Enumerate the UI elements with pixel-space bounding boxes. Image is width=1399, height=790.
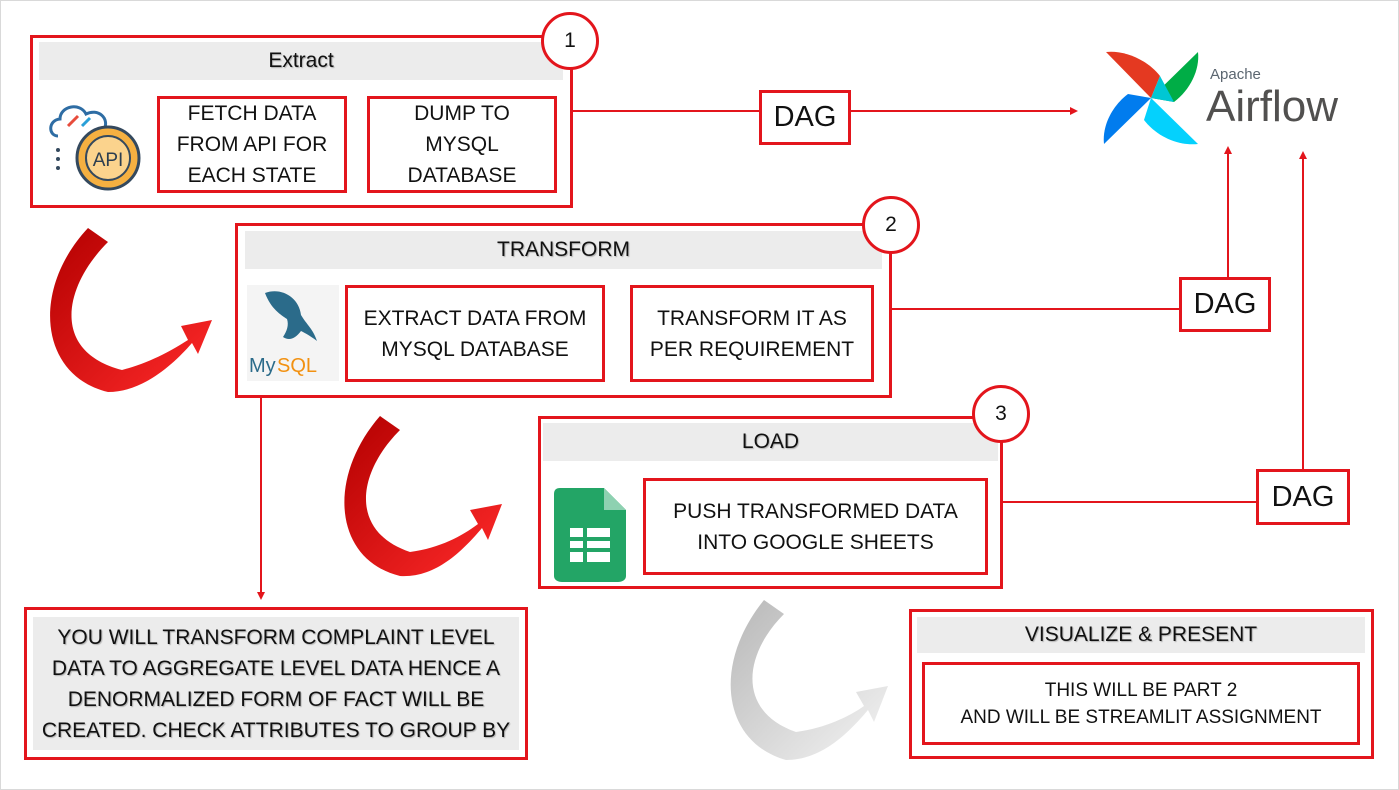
step-number-badge-3: 3: [972, 385, 1030, 443]
load-title: LOAD: [543, 423, 998, 461]
step-number-badge-1: 1: [541, 12, 599, 70]
curved-arrow-transform-to-load: [344, 416, 502, 577]
visualize-note-line-1: THIS WILL BE PART 2: [1044, 679, 1238, 701]
api-icon-label: API: [93, 150, 124, 171]
dag-label-extract: DAG: [759, 90, 851, 145]
airflow-apache-text: Apache: [1210, 66, 1261, 83]
transform-step-extract: EXTRACT DATA FROM MYSQL DATABASE: [345, 285, 605, 382]
google-sheets-icon: [554, 488, 626, 582]
airflow-wordmark-text: Airflow: [1206, 82, 1339, 131]
dag-label-transform: DAG: [1179, 277, 1271, 332]
mysql-logo-my: My: [249, 355, 276, 377]
transform-title: TRANSFORM: [245, 231, 882, 269]
visualize-title: VISUALIZE & PRESENT: [917, 617, 1365, 653]
mysql-logo-icon: My SQL: [247, 285, 339, 381]
dag-label-load: DAG: [1256, 469, 1350, 525]
transform-step-transform: TRANSFORM IT AS PER REQUIREMENT: [630, 285, 874, 382]
extract-step-dump: DUMP TO MYSQL DATABASE: [367, 96, 557, 193]
mysql-logo-sql: SQL: [277, 355, 317, 377]
api-gear-icon: API: [44, 96, 148, 196]
load-step-push: PUSH TRANSFORMED DATA INTO GOOGLE SHEETS: [643, 478, 988, 575]
curved-arrow-extract-to-transform: [50, 228, 212, 392]
curved-arrow-load-to-visualize: [730, 600, 888, 760]
step-number-badge-2: 2: [862, 196, 920, 254]
visualize-note: THIS WILL BE PART 2 AND WILL BE STREAMLI…: [922, 662, 1360, 745]
extract-step-fetch: FETCH DATA FROM API FOR EACH STATE: [157, 96, 347, 193]
aggregation-note-text: YOU WILL TRANSFORM COMPLAINT LEVEL DATA …: [33, 617, 519, 750]
extract-title: Extract: [39, 42, 563, 80]
visualize-note-line-2: AND WILL BE STREAMLIT ASSIGNMENT: [960, 706, 1322, 728]
airflow-pinwheel-icon: [1102, 50, 1200, 146]
